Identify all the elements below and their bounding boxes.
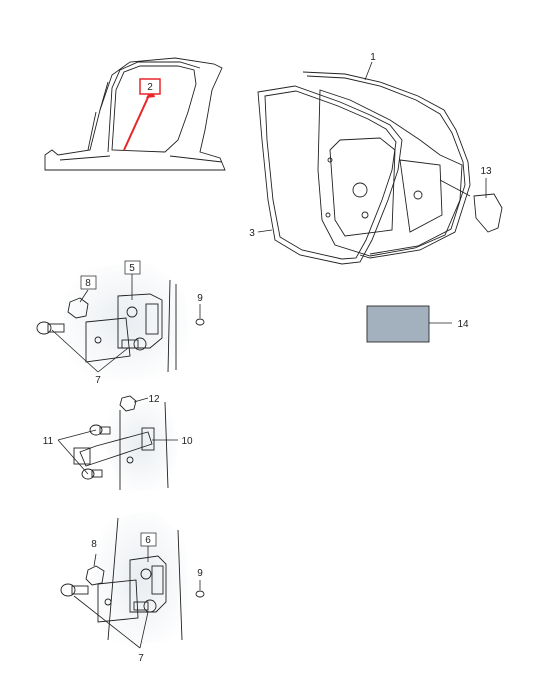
- lower-hinge-plate: [129, 555, 167, 613]
- callout-8-upper: 8: [85, 278, 91, 289]
- car-body-side-view: 2: [44, 57, 226, 171]
- callout-7-upper: 7: [95, 375, 101, 386]
- callout-1: 1: [370, 52, 376, 63]
- callout-labels: 1 3 13 14 5 8 9 7 12 10 11 6 8 9 7: [43, 52, 492, 664]
- lower-nut: [85, 565, 105, 586]
- leader-lines: [51, 61, 487, 649]
- door-seal-inner: [257, 85, 403, 265]
- upper-hinge-assembly: [36, 262, 205, 382]
- door-cap: [473, 193, 503, 233]
- check-bolt-lower: [81, 468, 103, 480]
- door-check-strap: [79, 431, 153, 467]
- callout-11: 11: [43, 436, 54, 447]
- callout-2: 2: [147, 82, 153, 93]
- callout-7-lower: 7: [138, 653, 144, 664]
- callout-10: 10: [181, 436, 193, 447]
- check-nut: [119, 395, 137, 412]
- callout-3: 3: [249, 228, 255, 239]
- upper-nut: [67, 297, 89, 319]
- upper-bolt-left: [36, 321, 65, 335]
- callout-14: 14: [457, 319, 469, 330]
- check-bolt-upper: [89, 424, 111, 436]
- door-seal-frame: [302, 71, 471, 259]
- callout-13: 13: [480, 166, 492, 177]
- upper-plug: [195, 318, 205, 326]
- callout-12: 12: [148, 394, 160, 405]
- callout-9-upper: 9: [197, 293, 203, 304]
- upper-hinge-plate: [117, 293, 163, 349]
- lower-bolt-lower: [133, 599, 157, 613]
- lower-plug: [195, 590, 205, 598]
- door-aperture-outline: [111, 65, 197, 153]
- callout-5: 5: [129, 263, 135, 274]
- lower-hinge-assembly: [60, 510, 205, 648]
- door-panel: [317, 89, 463, 257]
- callout-8-lower: 8: [91, 539, 97, 550]
- upper-bolt-lower: [121, 337, 147, 351]
- lower-bolt-left: [60, 583, 89, 597]
- rear-door-assembly: [257, 71, 503, 265]
- callout-box-2: [139, 78, 161, 95]
- part-14-plate: [366, 305, 430, 343]
- callout-9-lower: 9: [197, 568, 203, 579]
- door-check-assembly: [73, 395, 178, 492]
- callout-6: 6: [145, 535, 151, 546]
- highlight-arrow: [123, 92, 151, 151]
